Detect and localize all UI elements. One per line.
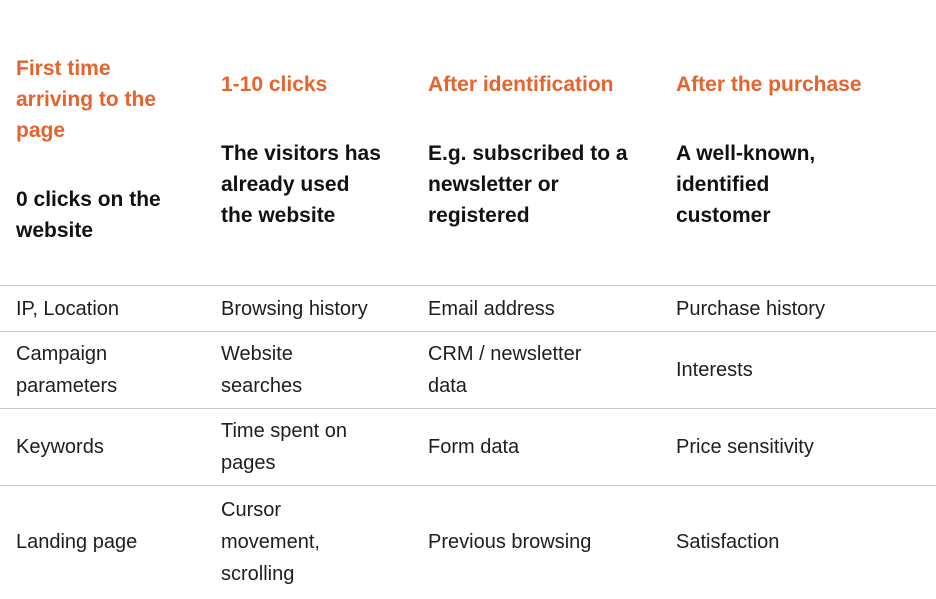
column-title: 1-10 clicks <box>221 69 416 100</box>
table-cell: Landing page <box>0 486 221 599</box>
table-cell: Interests <box>676 332 936 409</box>
table-cell: CRM / newsletter data <box>428 332 676 409</box>
table-cell: Browsing history <box>221 286 428 332</box>
header-cell-after-identification: After identification E.g. subscribed to … <box>428 0 676 286</box>
table-header: First time arriving to the page 0 clicks… <box>0 0 936 286</box>
table-cell: Satisfaction <box>676 486 936 599</box>
table-cell: IP, Location <box>0 286 221 332</box>
table-cell: Website searches <box>221 332 428 409</box>
header-cell-first-time: First time arriving to the page 0 clicks… <box>0 0 221 286</box>
column-title: First time arriving to the page <box>16 53 209 146</box>
table-cell: Price sensitivity <box>676 409 936 486</box>
table-cell: Campaign parameters <box>0 332 221 409</box>
header-cell-1-10-clicks: 1-10 clicks The visitors has already use… <box>221 0 428 286</box>
table-cell: Keywords <box>0 409 221 486</box>
column-subtitle: A well-known, identified customer <box>676 138 924 231</box>
table-body: IP, Location Browsing history Email addr… <box>0 286 936 599</box>
column-subtitle: 0 clicks on the website <box>16 184 209 246</box>
table-cell: Form data <box>428 409 676 486</box>
table-cell: Time spent on pages <box>221 409 428 486</box>
column-title: After the purchase <box>676 69 924 100</box>
table-cell: Purchase history <box>676 286 936 332</box>
table-cell: Previous browsing <box>428 486 676 599</box>
table-row: Campaign parameters Website searches CRM… <box>0 332 936 409</box>
table-row: IP, Location Browsing history Email addr… <box>0 286 936 332</box>
column-subtitle: E.g. subscribed to a newsletter or regis… <box>428 138 664 231</box>
header-cell-after-purchase: After the purchase A well-known, identif… <box>676 0 936 286</box>
table-row: Keywords Time spent on pages Form data P… <box>0 409 936 486</box>
table-row: Landing page Cursor movement, scrolling … <box>0 486 936 599</box>
column-title: After identification <box>428 69 664 100</box>
table-cell: Cursor movement, scrolling <box>221 486 428 599</box>
column-subtitle: The visitors has already used the websit… <box>221 138 416 231</box>
table-cell: Email address <box>428 286 676 332</box>
